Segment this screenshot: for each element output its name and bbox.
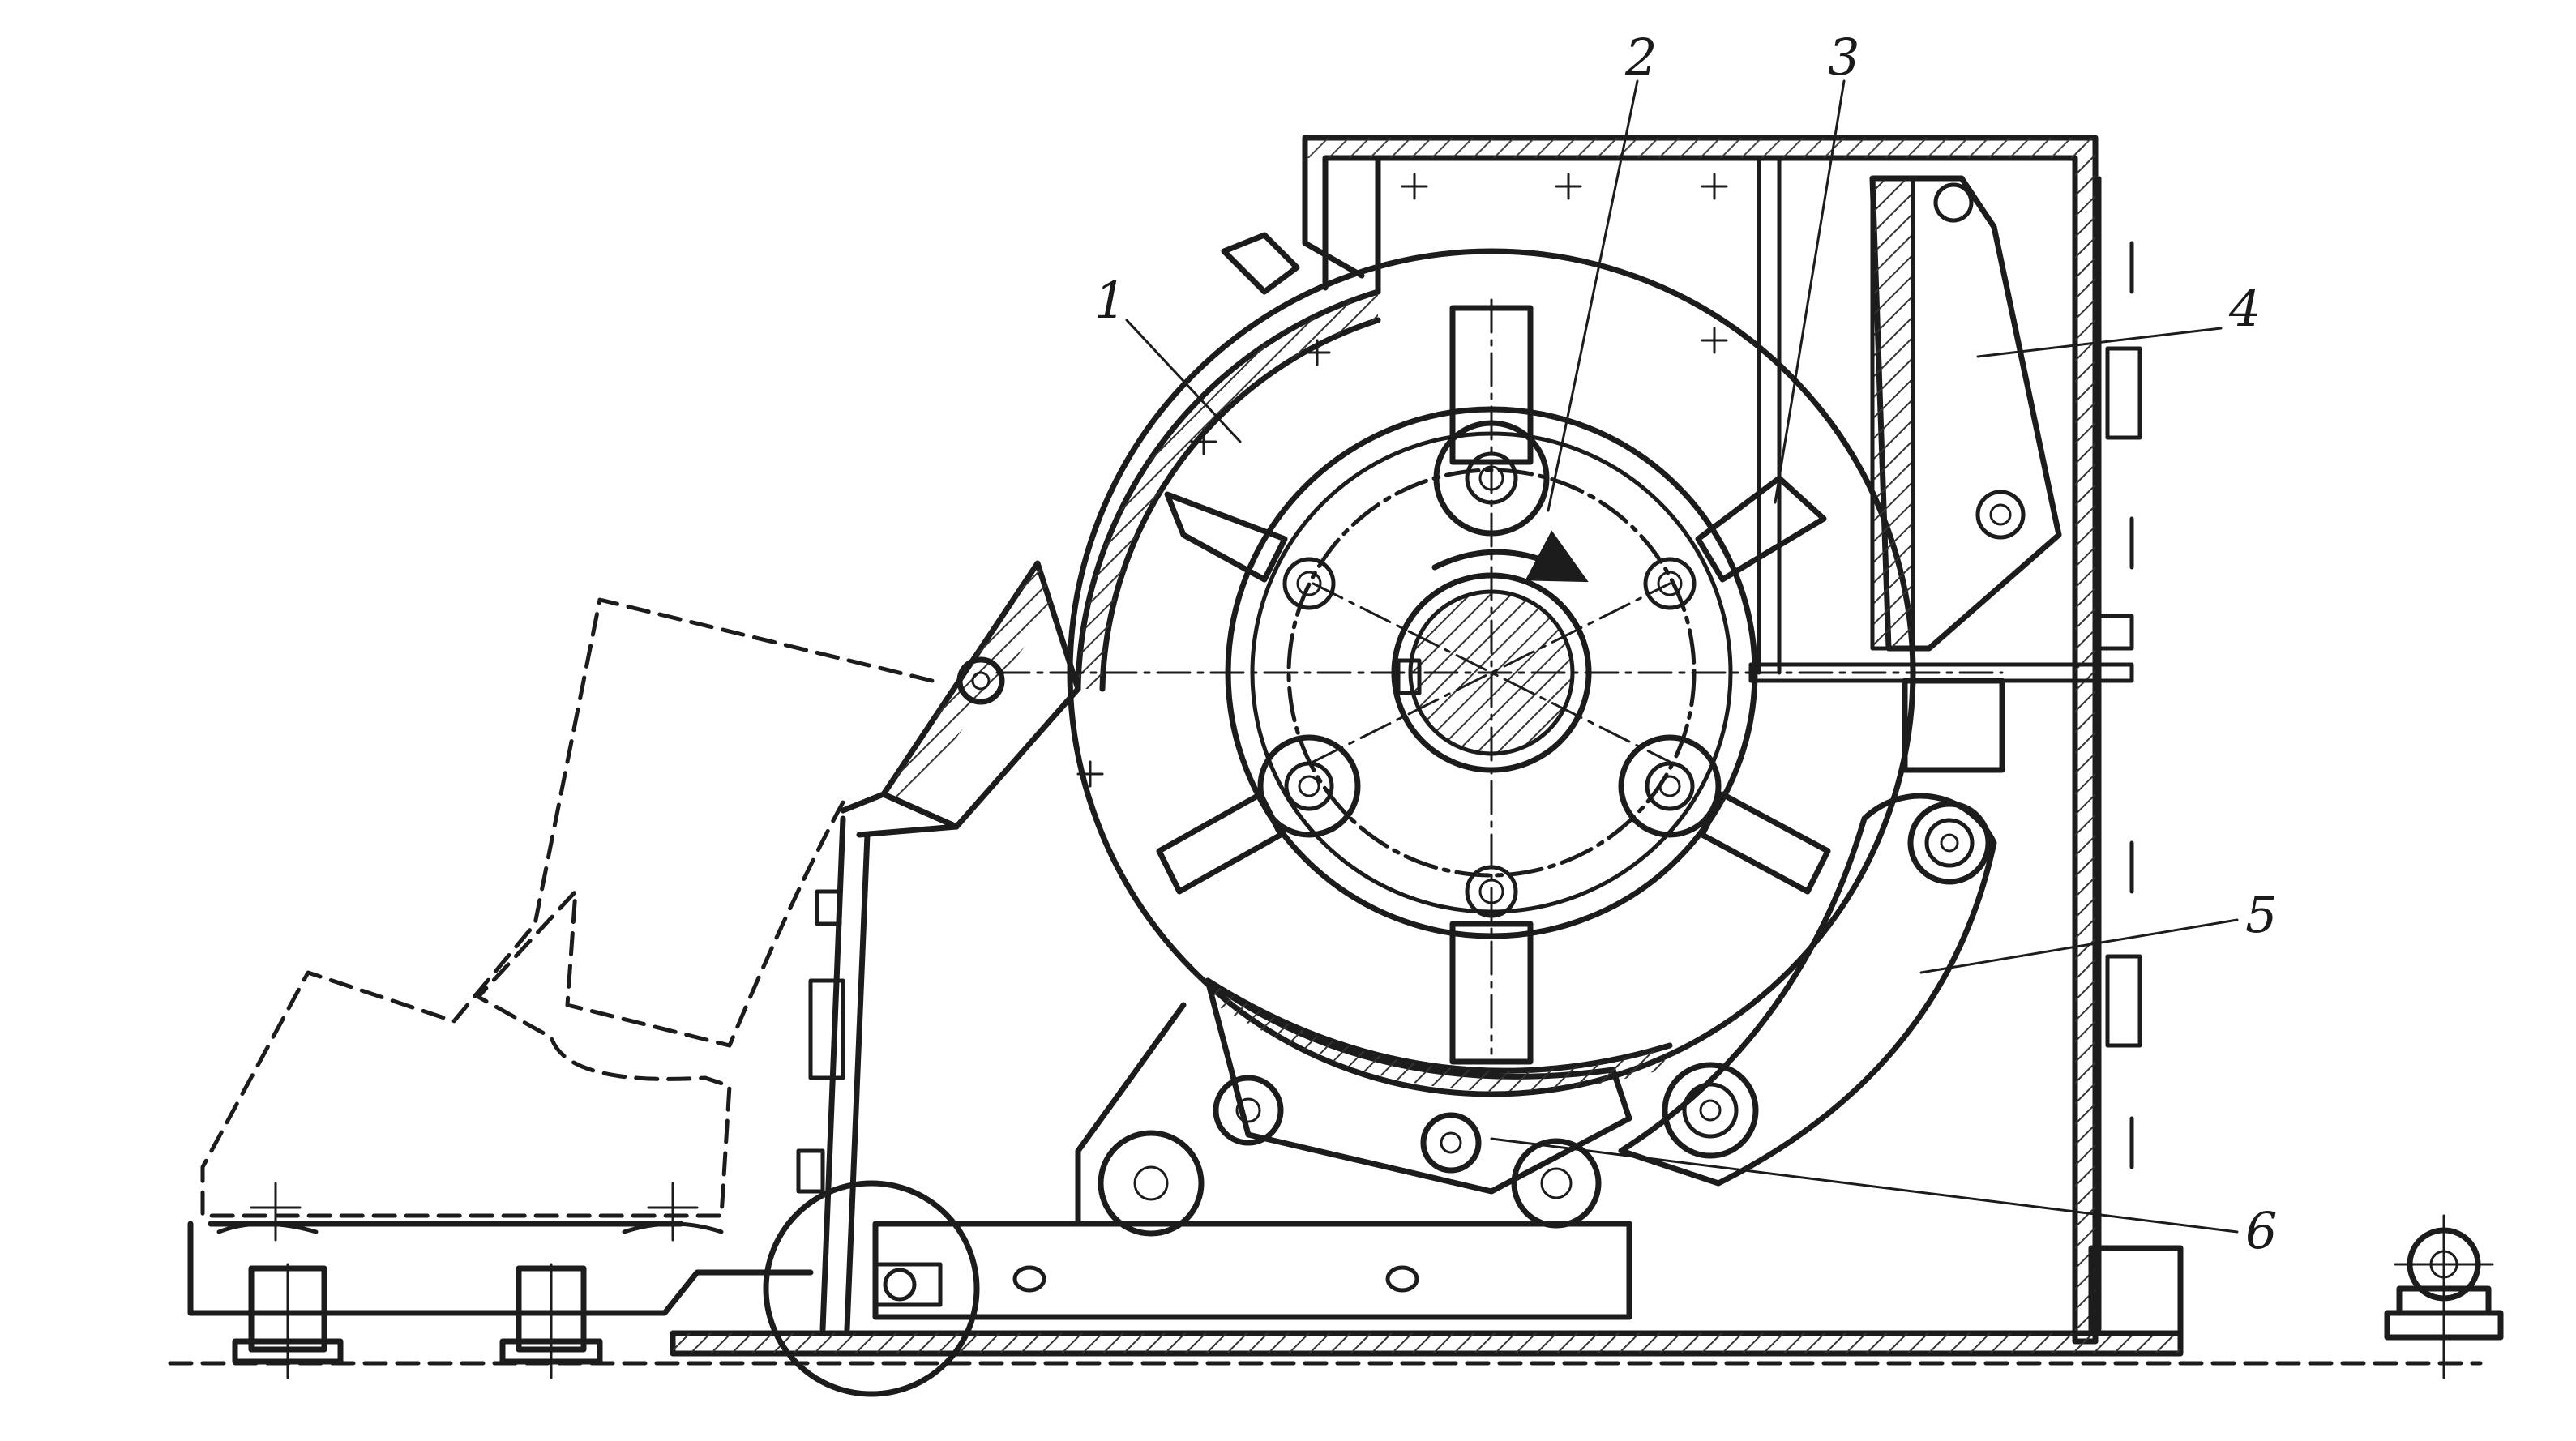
callout-2: 2 — [1624, 28, 1657, 87]
transport-cart — [187, 1182, 814, 1379]
leader-3 — [1774, 79, 1846, 504]
callout-5: 5 — [2245, 885, 2277, 944]
assembly-plus-marks — [1076, 173, 1728, 788]
callout-4: 4 — [2228, 279, 2261, 338]
base-frame — [670, 1221, 2184, 1357]
top-clamp — [1221, 232, 1300, 295]
hammer-bottom — [1449, 865, 1534, 1065]
callout-1: 1 — [1094, 271, 1126, 330]
curved-liner — [1075, 289, 1381, 692]
hammers — [1156, 305, 1831, 1065]
callout-3: 3 — [1828, 28, 1859, 87]
hammer-lower-left — [1156, 734, 1361, 895]
leader-5 — [1919, 918, 2239, 974]
leader-6 — [1490, 1137, 2239, 1234]
hammer-upper-left — [1164, 491, 1336, 610]
leader-1 — [1125, 319, 1242, 443]
callout-labels: 1 2 3 4 5 6 — [1094, 28, 2277, 1260]
leader-4 — [1976, 327, 2223, 358]
hammer-upper-right — [1643, 475, 1827, 610]
callout-6: 6 — [2245, 1201, 2277, 1260]
hinge-detail-circle — [763, 1180, 980, 1397]
housing-side-bolts — [2093, 176, 2142, 1332]
side-roller-support — [2384, 1214, 2504, 1379]
open-position-outline — [200, 597, 935, 1218]
leader-lines — [1125, 79, 2239, 1234]
breaker-plate-top — [1748, 175, 2134, 773]
grate-cradle — [1075, 977, 1759, 1237]
feed-chute — [796, 560, 1081, 1332]
leader-2 — [1547, 79, 1639, 512]
rotor — [995, 248, 2004, 1097]
grinding-plate-lower — [1618, 793, 1997, 1187]
hammer-top — [1433, 305, 1550, 537]
hammer-lower-right — [1618, 734, 1831, 895]
